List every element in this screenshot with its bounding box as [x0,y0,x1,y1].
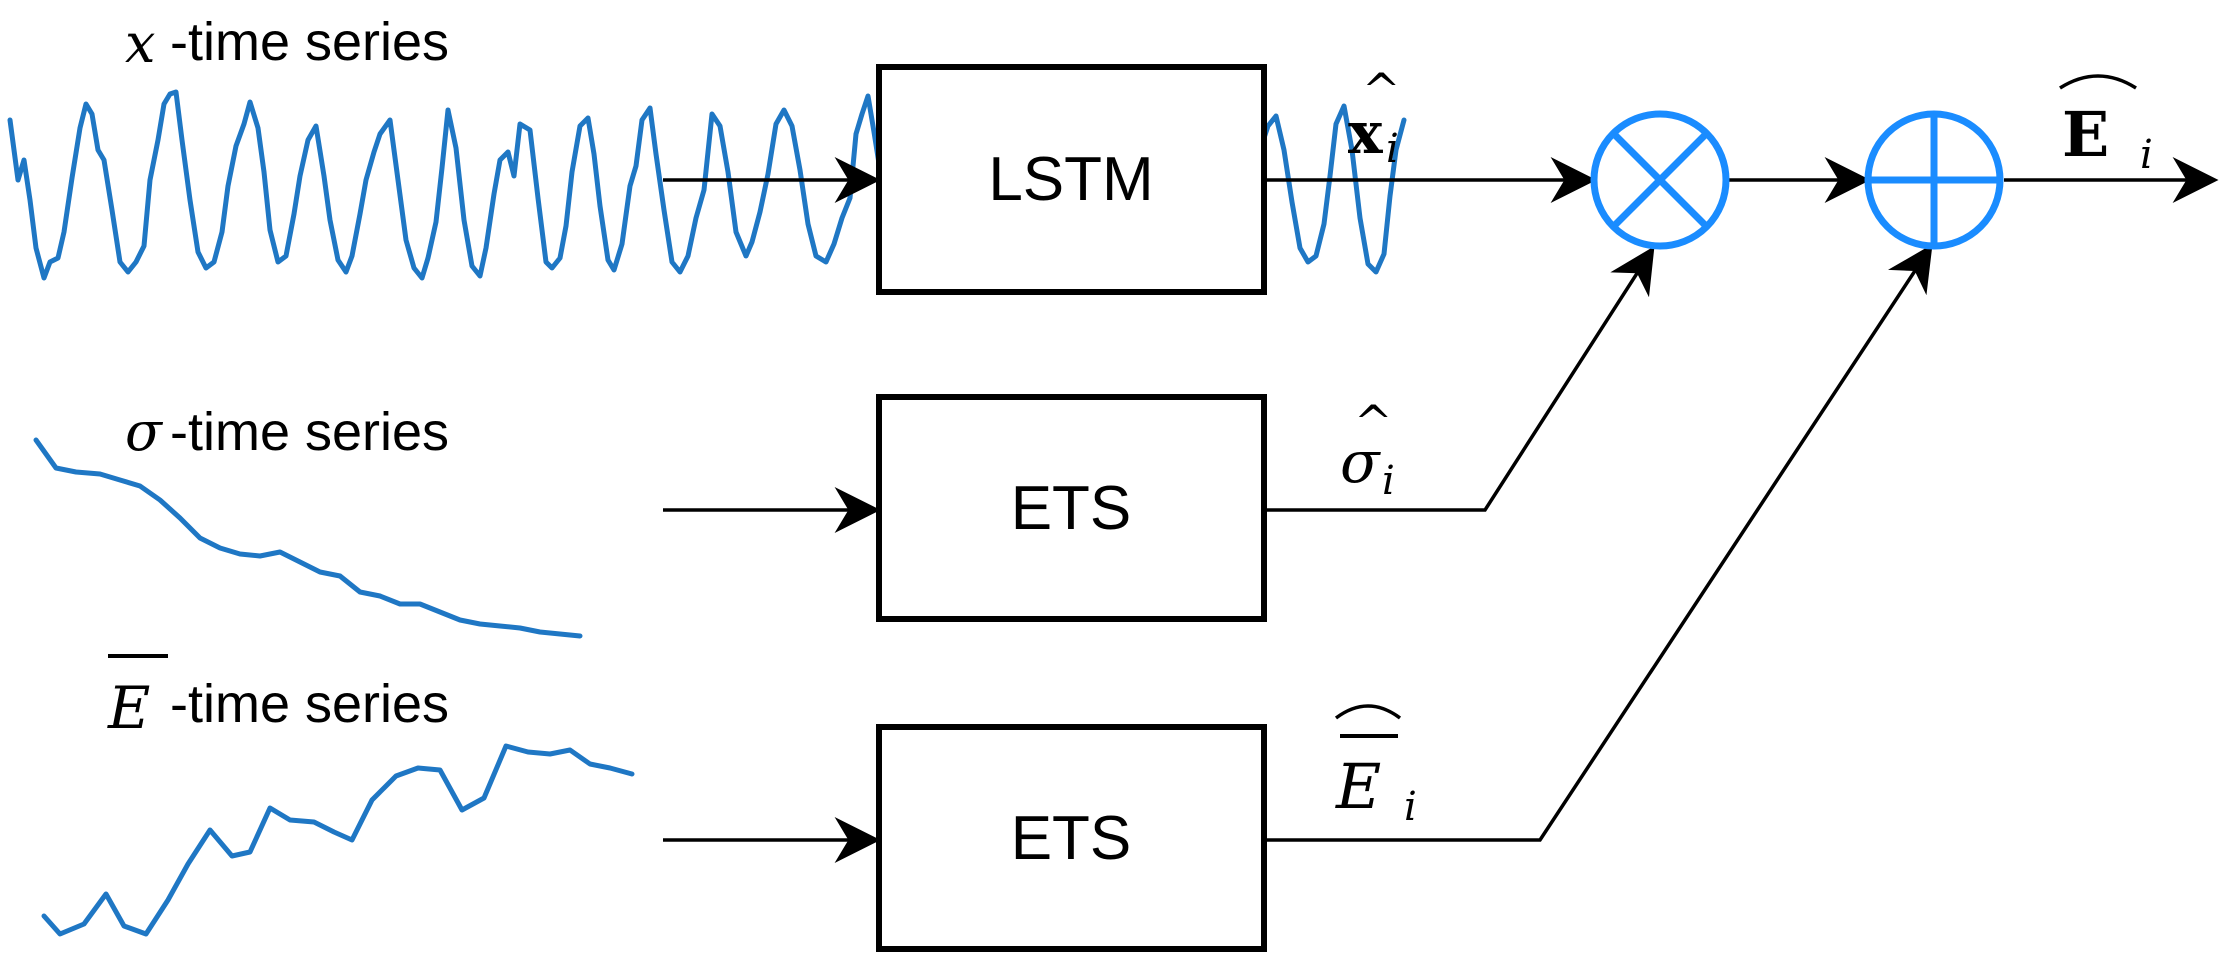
xhat-symbol: x [1348,99,1383,167]
xhat-caret: ^ [1362,63,1401,117]
x-series-suffix: -time series [170,12,449,72]
multiply-stroke-b [1611,131,1709,229]
ebar-series-title: E -time series [107,654,449,742]
ets-ebar-box [876,724,1267,952]
sigma-series-title: σ -time series [125,400,449,463]
ets-sigma-label: ETS [1011,474,1132,543]
multiply-icon [1590,110,1730,250]
ebarhat-symbol: E [1335,750,1381,823]
final-caret [2059,74,2137,90]
x-series-symbol: x [125,12,155,75]
sigmahat-to-multiply-arrow [1267,246,1655,512]
x-series-title: x -time series [125,12,449,75]
sigmahat-symbol: σ [1340,428,1381,496]
lstm-block: LSTM [876,64,1267,295]
ebarhat-subscript: i [1404,784,1417,830]
ets-block-ebar: ETS [876,724,1267,952]
final-output-label: E i [2059,74,2153,178]
xhat-label: ^ x i [1348,63,1401,172]
xhat-subscript: i [1386,126,1399,172]
ebarhat-label: E i [1334,704,1417,830]
final-subscript: i [2140,132,2153,178]
ebarhat-to-add-arrow [1267,244,1933,842]
add-icon [1864,110,2004,250]
sigma-series-symbol: σ [125,400,164,463]
final-symbol: E [2062,98,2109,171]
sigmahat-caret: ^ [1354,395,1393,449]
sigma-series-suffix: -time series [170,402,449,462]
sigmahat-subscript: i [1382,458,1395,504]
ets-ebar-label: ETS [1011,804,1132,873]
lstm-box [876,64,1267,295]
multiply-circle [1590,110,1730,250]
sigmahat-label: ^ σ i [1340,395,1395,504]
sigma-series-line [33,437,583,639]
ets-block-sigma: ETS [876,394,1267,622]
ebarhat-caret [1334,704,1402,720]
lstm-label: LSTM [988,145,1153,214]
ets-sigma-box [876,394,1267,622]
ebar-series-symbol: E [107,674,150,742]
ebar-series-suffix: -time series [170,674,449,734]
ebar-series-line [41,743,635,937]
